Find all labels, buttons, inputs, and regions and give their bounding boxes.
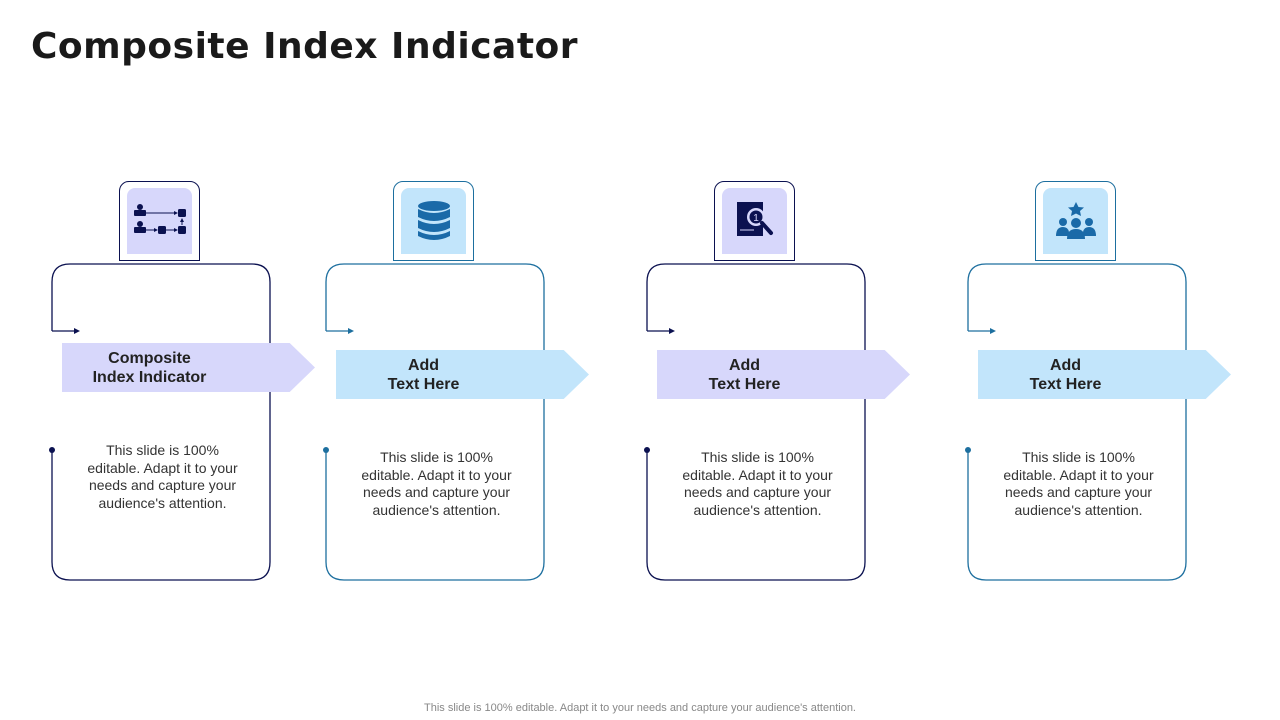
heading-line-2: Text Here: [387, 375, 460, 393]
footer-note: This slide is 100% editable. Adapt it to…: [424, 702, 856, 714]
icon-box: [1035, 181, 1116, 261]
svg-text:1: 1: [753, 213, 759, 224]
heading-line-1: Add: [728, 356, 761, 374]
icon-box: [119, 181, 200, 261]
card-outline: [644, 263, 866, 581]
card-description: This slide is 100% editable. Adapt it to…: [87, 442, 238, 511]
heading-line-2: Index Indicator: [92, 368, 207, 386]
card-outline: [323, 263, 545, 581]
card-outline: [49, 263, 271, 581]
icon-box: 1: [714, 181, 795, 261]
heading-line-2: Text Here: [708, 375, 781, 393]
card-description: This slide is 100% editable. Adapt it to…: [1003, 449, 1154, 518]
heading-line-1: Add: [407, 356, 440, 374]
card-outline: [965, 263, 1187, 581]
card-description: This slide is 100% editable. Adapt it to…: [361, 449, 512, 518]
workflow-icon: [133, 204, 186, 234]
heading-line-1: Composite: [108, 349, 191, 367]
icon-box: [393, 181, 474, 261]
database-icon: [417, 201, 450, 240]
card-description: This slide is 100% editable. Adapt it to…: [682, 449, 833, 518]
heading-line-1: Add: [1049, 356, 1082, 374]
document-search-icon: 1: [736, 202, 773, 236]
page-title: Composite Index Indicator: [31, 26, 579, 67]
team-star-icon: [1055, 202, 1096, 239]
heading-line-2: Text Here: [1029, 375, 1102, 393]
